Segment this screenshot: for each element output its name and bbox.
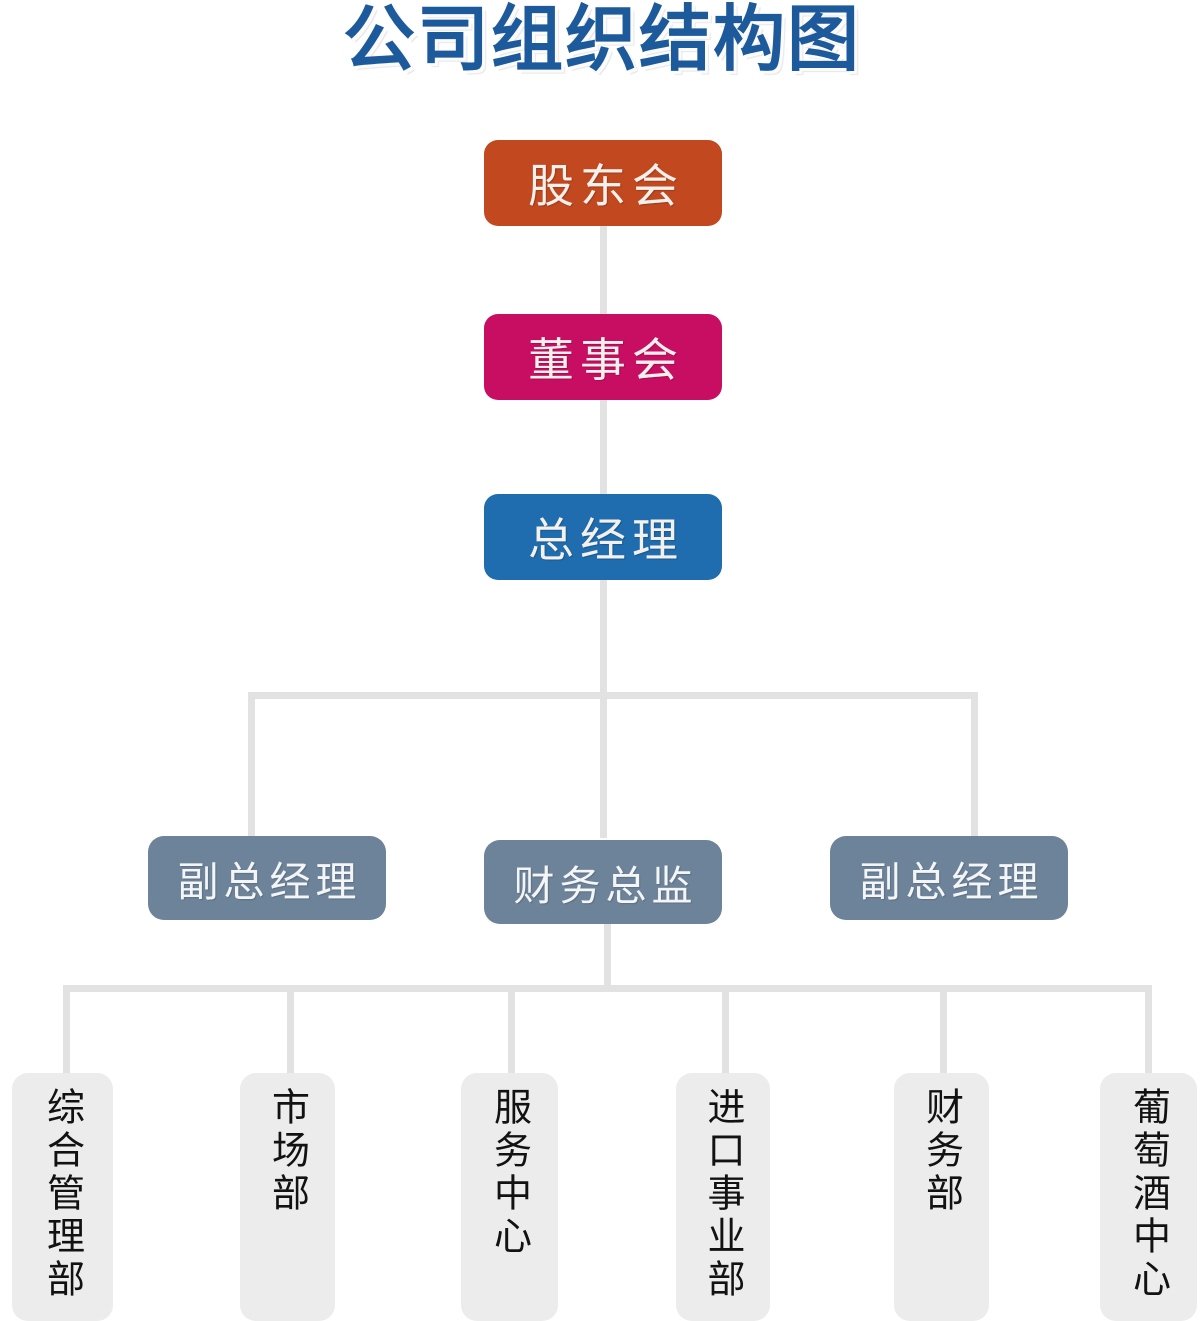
node-general-manager-label: 总经理 bbox=[528, 513, 684, 567]
node-department-finance[interactable]: 财务部 bbox=[894, 1073, 989, 1321]
node-general-manager[interactable]: 总经理 bbox=[484, 494, 722, 580]
node-department-finance-label: 财务部 bbox=[919, 1087, 964, 1216]
connector-bus-to-dept-2 bbox=[287, 985, 294, 1077]
node-shareholders-meeting[interactable]: 股东会 bbox=[484, 140, 722, 226]
node-department-service-center-label: 服务中心 bbox=[487, 1087, 532, 1259]
node-deputy-general-manager-left[interactable]: 副总经理 bbox=[148, 836, 386, 920]
node-department-import-division[interactable]: 进口事业部 bbox=[676, 1073, 770, 1321]
connector-bus-to-dept-3 bbox=[508, 985, 515, 1077]
page-title: 公司组织结构图 bbox=[342, 0, 861, 81]
connector-bus-to-dept-5 bbox=[940, 985, 947, 1077]
node-cfo[interactable]: 财务总监 bbox=[484, 840, 722, 924]
connector-gm-drop bbox=[600, 578, 607, 695]
node-department-service-center[interactable]: 服务中心 bbox=[461, 1073, 558, 1321]
connector-bus-to-dept-4 bbox=[722, 985, 729, 1077]
node-board-of-directors[interactable]: 董事会 bbox=[484, 314, 722, 400]
node-department-marketing-label: 市场部 bbox=[265, 1087, 310, 1216]
node-department-general-administration-label: 综合管理部 bbox=[40, 1087, 85, 1302]
node-department-import-division-label: 进口事业部 bbox=[701, 1087, 745, 1302]
node-cfo-label: 财务总监 bbox=[513, 862, 698, 910]
connector-board-to-gm bbox=[600, 400, 607, 500]
connector-bus-to-deputy-right bbox=[971, 692, 978, 838]
node-department-wine-center[interactable]: 葡萄酒中心 bbox=[1100, 1073, 1197, 1321]
connector-bus-to-dept-1 bbox=[63, 985, 70, 1077]
connector-cfo-drop bbox=[604, 920, 611, 988]
connector-department-bus bbox=[63, 985, 1145, 992]
connector-bus-to-deputy-left bbox=[248, 692, 255, 838]
connector-bus-to-cfo bbox=[600, 692, 607, 838]
node-board-of-directors-label: 董事会 bbox=[528, 333, 684, 387]
connector-middle-bus bbox=[248, 692, 978, 699]
node-department-general-administration[interactable]: 综合管理部 bbox=[12, 1073, 113, 1321]
node-department-marketing[interactable]: 市场部 bbox=[240, 1073, 335, 1321]
node-deputy-general-manager-right[interactable]: 副总经理 bbox=[830, 836, 1068, 920]
node-shareholders-meeting-label: 股东会 bbox=[528, 159, 684, 213]
connector-shareholders-to-board bbox=[600, 226, 607, 320]
node-deputy-general-manager-left-label: 副总经理 bbox=[177, 858, 362, 906]
connector-bus-to-dept-6 bbox=[1145, 985, 1152, 1077]
node-deputy-general-manager-right-label: 副总经理 bbox=[859, 858, 1044, 906]
node-department-wine-center-label: 葡萄酒中心 bbox=[1126, 1087, 1171, 1302]
